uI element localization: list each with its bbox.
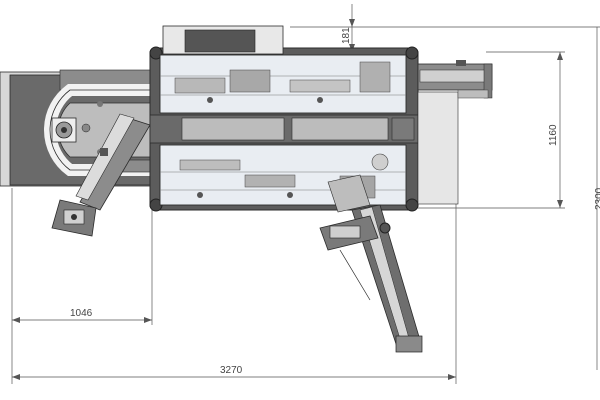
dim-total-length: 3270 xyxy=(220,365,243,376)
dim-right-total: 2300 xyxy=(594,187,600,210)
main-machine xyxy=(149,25,419,212)
dim-top-offset: 181 xyxy=(341,27,352,44)
dim-left-length: 1046 xyxy=(70,308,93,319)
dim-right-height: 1160 xyxy=(548,124,559,146)
diagonal-feeder xyxy=(319,174,423,353)
right-conveyor xyxy=(417,60,493,205)
left-diagonal-arm xyxy=(51,113,151,237)
